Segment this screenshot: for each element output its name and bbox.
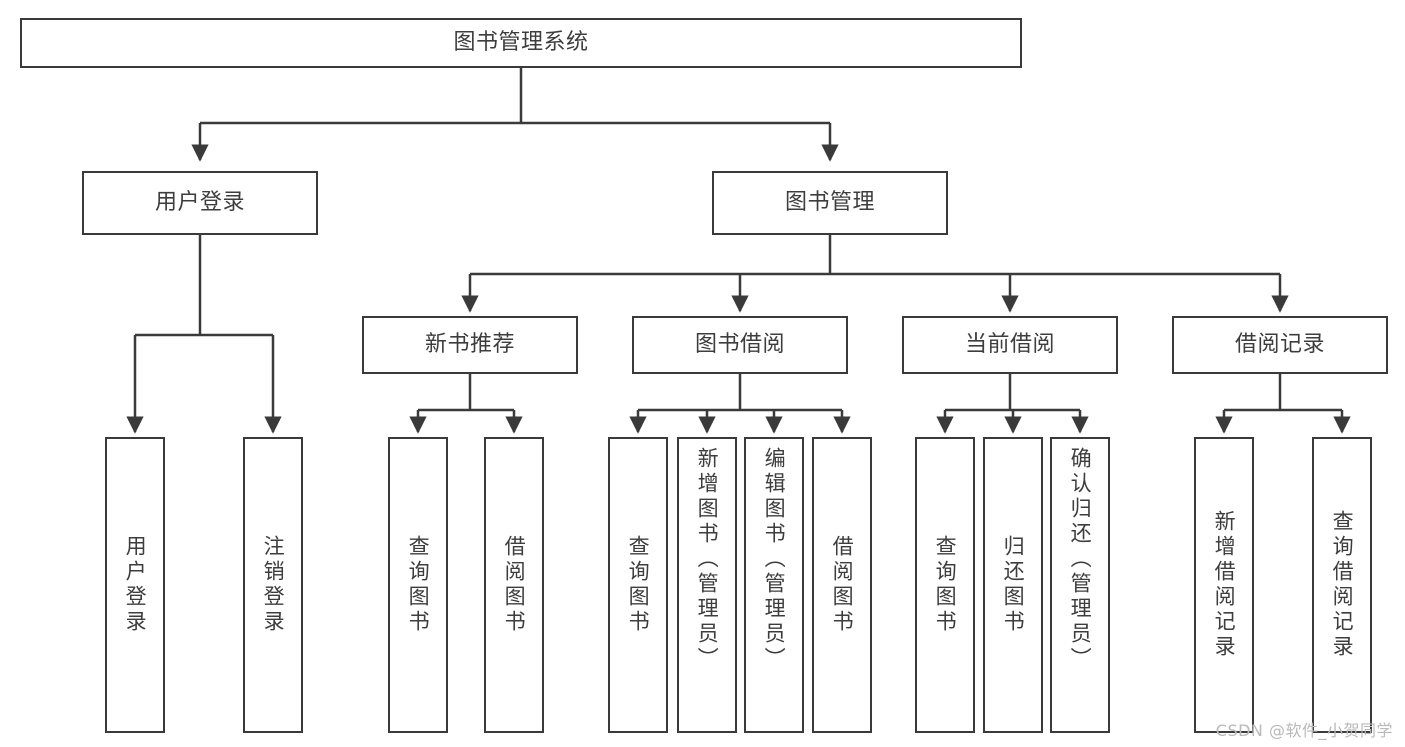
node-label: 注销登录 [261,535,286,635]
node-label: 图书管理系统 [453,30,589,56]
node-borrow-record[interactable]: 借阅记录 [1172,316,1388,374]
node-label: 用户登录 [154,190,245,216]
leaf-return-book[interactable]: 归还图书 [983,437,1043,733]
node-label: 新书推荐 [424,332,515,358]
leaf-confirm-return-admin[interactable]: 确认归还（管理员） [1050,437,1110,733]
node-label: 借阅图书 [502,535,527,635]
node-root-book-management-system[interactable]: 图书管理系统 [20,18,1022,68]
node-current-borrow[interactable]: 当前借阅 [902,316,1118,374]
leaf-query-book-recommend[interactable]: 查询图书 [388,437,448,733]
leaf-user-login[interactable]: 用户登录 [105,437,165,733]
node-label: 查询借阅记录 [1330,510,1355,660]
node-user-login[interactable]: 用户登录 [82,171,318,235]
leaf-logout-login[interactable]: 注销登录 [243,437,303,733]
leaf-borrow-book-borrow[interactable]: 借阅图书 [812,437,872,733]
leaf-add-book-admin[interactable]: 新增图书（管理员） [677,437,737,733]
node-label: 查询图书 [406,535,431,635]
node-label: 归还图书 [1001,535,1026,635]
leaf-edit-book-admin[interactable]: 编辑图书（管理员） [744,437,804,733]
node-label: 查询图书 [933,535,958,635]
leaf-query-borrow-record[interactable]: 查询借阅记录 [1312,437,1372,733]
node-label: 确认归还（管理员） [1068,447,1093,672]
node-label: 当前借阅 [964,332,1055,358]
node-label: 借阅记录 [1234,332,1325,358]
node-label: 查询图书 [626,535,651,635]
leaf-query-book-borrow[interactable]: 查询图书 [608,437,668,733]
node-book-borrow[interactable]: 图书借阅 [632,316,848,374]
node-label: 图书借阅 [694,332,785,358]
node-label: 用户登录 [123,535,148,635]
node-label: 编辑图书（管理员） [762,447,787,672]
node-label: 新增图书（管理员） [695,447,720,672]
node-book-management[interactable]: 图书管理 [712,171,948,235]
leaf-borrow-book-recommend[interactable]: 借阅图书 [484,437,544,733]
leaf-add-borrow-record[interactable]: 新增借阅记录 [1194,437,1254,733]
node-label: 图书管理 [784,190,875,216]
node-label: 借阅图书 [830,535,855,635]
leaf-query-book-current[interactable]: 查询图书 [915,437,975,733]
node-label: 新增借阅记录 [1212,510,1237,660]
node-new-book-recommend[interactable]: 新书推荐 [362,316,578,374]
